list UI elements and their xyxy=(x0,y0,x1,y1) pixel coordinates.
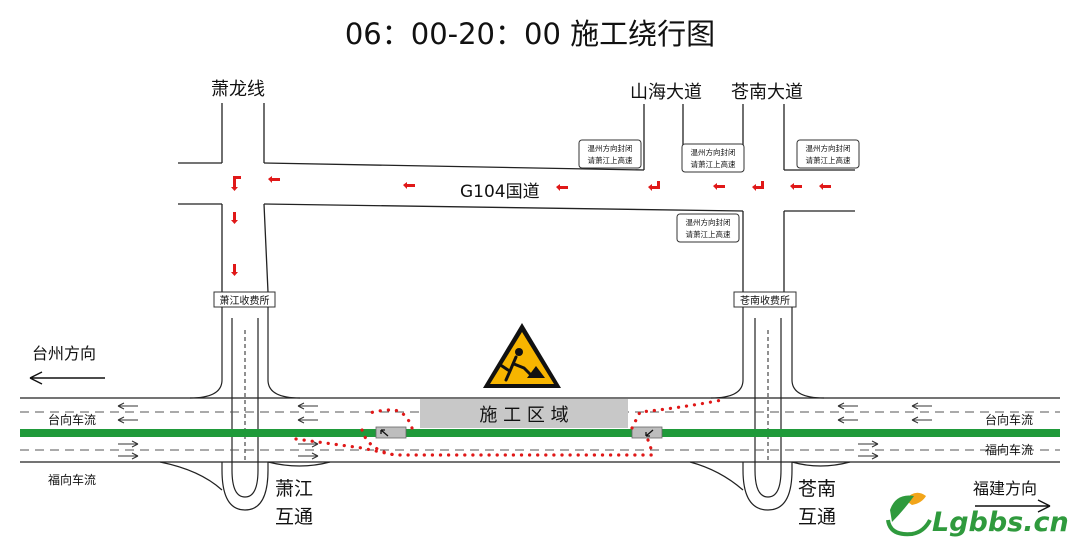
lane-arrows xyxy=(117,402,932,460)
detour-path xyxy=(294,398,724,457)
g104-road xyxy=(178,162,855,212)
notice-line1: 温州方向封闭 xyxy=(686,217,731,227)
toll-cangnan: 苍南收费所 xyxy=(733,291,797,308)
fujian-arrow xyxy=(975,499,1051,513)
cangnan-interchange-l1: 苍南 xyxy=(798,478,836,500)
page-title: 06：00-20：00 施工绕行图 xyxy=(345,17,715,51)
taizhou-direction-label: 台州方向 xyxy=(32,344,96,363)
lane-label-fu-left: 福向车流 xyxy=(48,472,96,487)
watermark-logo-icon xyxy=(886,492,932,537)
notice-line1: 温州方向封闭 xyxy=(806,143,851,153)
work-zone xyxy=(420,399,628,428)
taizhou-arrow xyxy=(29,371,105,385)
median-strip xyxy=(20,429,1060,437)
crossover-left-arrow xyxy=(380,429,389,437)
xiaojiang-interchange-l1: 萧江 xyxy=(275,478,313,500)
cangnan-avenue-label: 苍南大道 xyxy=(731,82,803,103)
xiaolong-label: 萧龙线 xyxy=(211,79,265,100)
notice-box-shanhai: 温州方向封闭 请萧江上高速 xyxy=(578,139,642,169)
crossover-right xyxy=(631,426,663,439)
work-zone-label: 施 工 区 域 xyxy=(479,405,568,426)
detour-arrows xyxy=(231,176,831,276)
watermark-text: Lgbbs.cn xyxy=(932,507,1069,538)
crossover-right-arrow xyxy=(645,429,654,437)
construction-warning-sign xyxy=(483,323,561,388)
lane-label-tai-left: 台向车流 xyxy=(48,412,96,427)
avenue-roads xyxy=(643,104,785,292)
fujian-direction-label: 福建方向 xyxy=(973,479,1037,498)
g104-label: G104国道 xyxy=(460,182,540,202)
notice-line1: 温州方向封闭 xyxy=(691,147,736,157)
notice-box-lower: 温州方向封闭 请萧江上高速 xyxy=(676,213,740,243)
expressway xyxy=(20,397,1060,463)
watermark: Lgbbs.cn xyxy=(886,492,1069,538)
notice-line2: 请萧江上高速 xyxy=(691,159,736,169)
toll-xiaojiang: 萧江收费所 xyxy=(213,291,276,308)
cangnan-interchange-l2: 互通 xyxy=(798,506,836,528)
notice-line2: 请萧江上高速 xyxy=(588,155,633,165)
toll-xiaojiang-label: 萧江收费所 xyxy=(220,294,270,307)
notice-line2: 请萧江上高速 xyxy=(806,155,851,165)
xiaojiang-interchange-l2: 互通 xyxy=(275,506,313,528)
notice-line1: 温州方向封闭 xyxy=(588,143,633,153)
notice-box-cangnan: 温州方向封闭 请萧江上高速 xyxy=(796,139,860,169)
lane-label-fu-right: 福向车流 xyxy=(985,442,1033,457)
toll-cangnan-label: 苍南收费所 xyxy=(740,294,790,307)
xiaolong-road xyxy=(221,103,269,293)
notice-line2: 请萧江上高速 xyxy=(686,229,731,239)
crossover-left xyxy=(375,426,407,439)
lane-label-tai-right: 台向车流 xyxy=(985,412,1033,427)
notice-box-middle: 温州方向封闭 请萧江上高速 xyxy=(681,143,745,173)
shanhai-label: 山海大道 xyxy=(630,82,702,103)
